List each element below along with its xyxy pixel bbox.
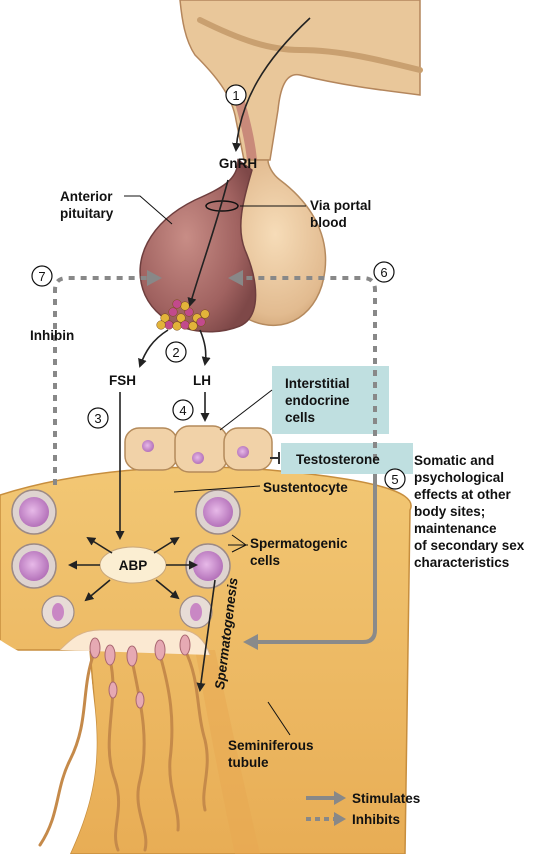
step-1: 1	[232, 88, 239, 103]
gnrh-label: GnRH	[219, 156, 257, 171]
granule	[188, 321, 198, 331]
spermatid-nucleus	[190, 603, 202, 621]
anterior-pituitary-label: Anterior pituitary	[60, 189, 116, 221]
hypothalamus	[179, 0, 423, 165]
fsh-label: FSH	[109, 373, 136, 388]
testosterone-feedback-arrow	[228, 270, 377, 460]
step-5: 5	[391, 472, 398, 487]
step-6: 6	[380, 265, 387, 280]
spermatogenic-cells-label: Spermatogenic cells	[250, 536, 351, 568]
interstitial-box	[272, 366, 389, 434]
inhibin-feedback-arrow	[53, 270, 162, 485]
step-markers: 1 2 3 4 5 6 7	[31, 84, 406, 490]
testosterone-box	[281, 443, 413, 474]
granule	[180, 301, 190, 311]
testosterone-label: Testosterone	[296, 452, 380, 467]
interstitial-label: Interstitial endocrine cells	[285, 376, 353, 425]
spermatogenic-cells-group	[11, 489, 241, 629]
pathway-arrows	[68, 17, 311, 692]
spermatogenic-cell-nucleus	[203, 497, 233, 527]
testosterone-inhibit-bar	[270, 452, 280, 464]
inhibin-label: Inhibin	[30, 328, 74, 343]
sustentocyte-label: Sustentocyte	[263, 480, 348, 495]
granule	[160, 313, 170, 323]
lh-label: LH	[193, 373, 211, 388]
granule	[196, 317, 206, 327]
spermatogenic-cell-nucleus	[19, 497, 49, 527]
spermatogenic-cell-nucleus	[19, 551, 49, 581]
granule	[180, 320, 190, 330]
leader-lines	[124, 195, 306, 736]
via-portal-blood-label: Via portal blood	[310, 198, 375, 230]
legend: Stimulates Inhibits	[306, 791, 420, 827]
testosterone-to-tubule-arrow	[243, 474, 377, 650]
granule	[172, 321, 182, 331]
step-7: 7	[38, 269, 45, 284]
step-3: 3	[94, 411, 101, 426]
granule	[176, 313, 186, 323]
step-4: 4	[179, 403, 186, 418]
interstitial-cells	[124, 425, 273, 473]
spermatid-nucleus	[52, 603, 64, 621]
granule	[172, 299, 182, 309]
granule	[164, 320, 174, 330]
granule	[168, 307, 178, 317]
spermatogenic-cell-nucleus	[193, 551, 223, 581]
anterior-pituitary-lobe	[139, 158, 257, 333]
granule	[200, 309, 210, 319]
seminiferous-tubule-label: Seminiferous tubule	[228, 738, 317, 770]
legend-inhibits-label: Inhibits	[352, 812, 400, 827]
step-2: 2	[172, 345, 179, 360]
gonadotroph-granules	[156, 299, 210, 331]
somatic-effects-label: Somatic and psychological effects at oth…	[414, 453, 528, 570]
abp-label: ABP	[119, 558, 148, 573]
legend-stimulates-label: Stimulates	[352, 791, 420, 806]
sperm-heads	[89, 634, 191, 709]
granule	[156, 320, 166, 330]
